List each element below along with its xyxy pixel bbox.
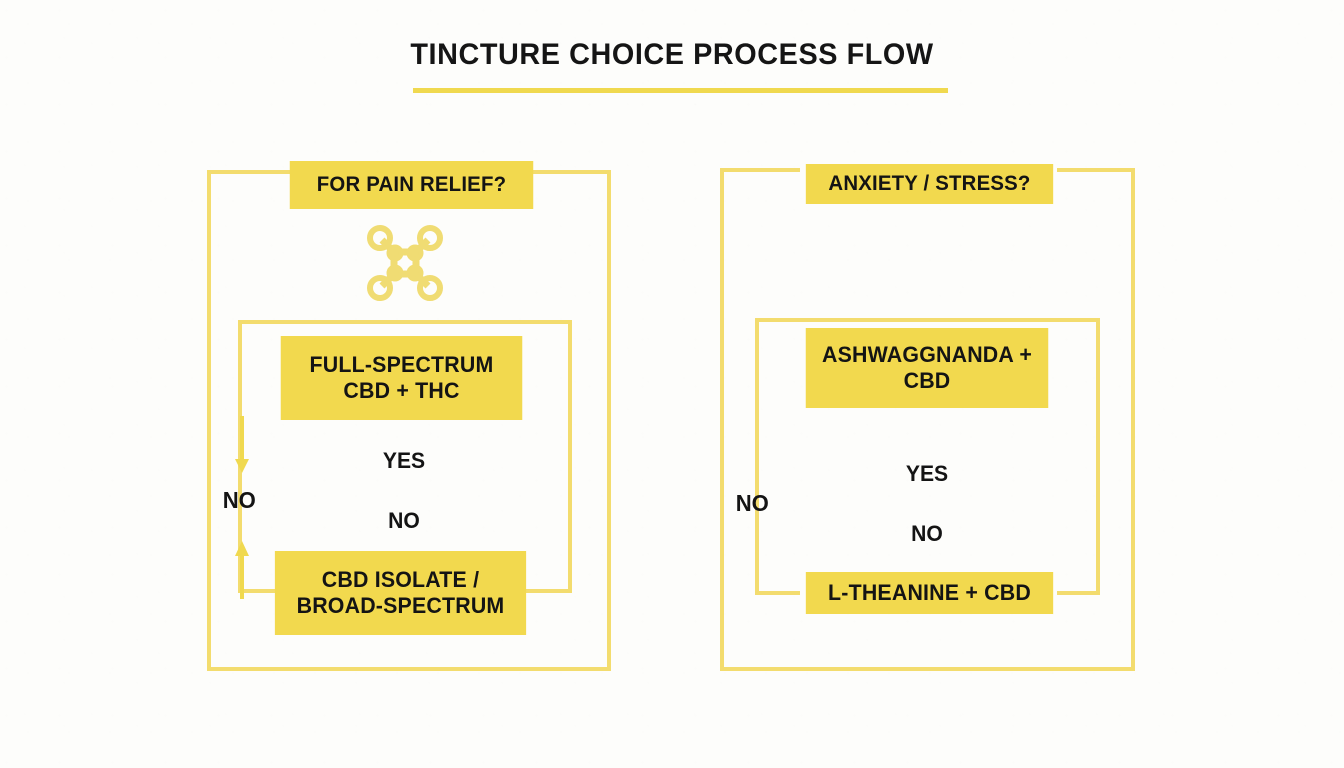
outer-frame-left-rail [720, 168, 724, 671]
outer-frame-right-rail [1131, 168, 1135, 671]
yes-edge-label: YES [382, 448, 426, 473]
outer-frame-right-rail [607, 170, 611, 671]
no-option-box[interactable]: CBD ISOLATE / BROAD-SPECTRUM [274, 551, 527, 635]
title-underline [413, 88, 948, 93]
no-loop-label: NO [735, 490, 769, 516]
inner-frame-bottom-left [755, 591, 800, 595]
no-option-box[interactable]: L-THEANINE + CBD [805, 572, 1054, 614]
decision-header-box[interactable]: ANXIETY / STRESS? [805, 164, 1054, 204]
outer-frame-left-rail [207, 170, 211, 671]
inner-frame-bottom-right [1057, 591, 1100, 595]
yes-option-line-2: CBD [903, 368, 951, 393]
loop-arrow-down [235, 416, 249, 473]
inner-frame-top [238, 320, 572, 324]
no-option-line-1: CBD ISOLATE / [321, 567, 480, 593]
loop-arrow-up [235, 541, 249, 599]
inner-frame-left-rail [755, 318, 759, 595]
no-edge-label: NO [388, 508, 420, 533]
outer-frame-top-left [720, 168, 800, 172]
outer-frame-bottom [720, 667, 1135, 671]
inner-frame-bottom-right [524, 589, 572, 593]
decision-header-box[interactable]: FOR PAIN RELIEF? [289, 161, 534, 209]
yes-edge-label: YES [905, 461, 949, 486]
yes-option-box[interactable]: FULL-SPECTRUM CBD + THC [280, 336, 523, 420]
flow-panel-anxiety: ANXIETY / STRESS? ASHWAGGNANDA + CBD YES [672, 0, 1344, 768]
yes-option-line-1: FULL-SPECTRUM [309, 352, 494, 378]
yes-option-box[interactable]: ASHWAGGNANDA + CBD [805, 328, 1049, 408]
no-edge-label: NO [911, 521, 943, 546]
outer-frame-top-right [1057, 168, 1135, 172]
inner-frame-right-rail [1096, 318, 1100, 595]
no-loop-label: NO [222, 487, 256, 513]
flow-panel-pain: FOR PAIN RELIEF? FULL-SPECTRUM CB [207, 161, 611, 671]
page-title: TINCTURE CHOICE PROCESS FLOW [410, 38, 934, 71]
inner-frame-bottom-left [238, 589, 278, 593]
yes-option-line-1: ASHWAGGNANDA + [821, 342, 1033, 368]
no-option-line-1: L-THEANINE + CBD [828, 580, 1031, 606]
outer-frame-top-left [207, 170, 290, 174]
yes-option-line-2: CBD + THC [343, 378, 460, 403]
outer-frame-top-right [533, 170, 611, 174]
inner-frame-right-rail [568, 320, 572, 593]
inner-frame-top [755, 318, 1100, 322]
outer-frame-bottom [207, 667, 611, 671]
no-option-line-2: BROAD-SPECTRUM [296, 593, 505, 618]
molecule-icon [367, 225, 443, 301]
